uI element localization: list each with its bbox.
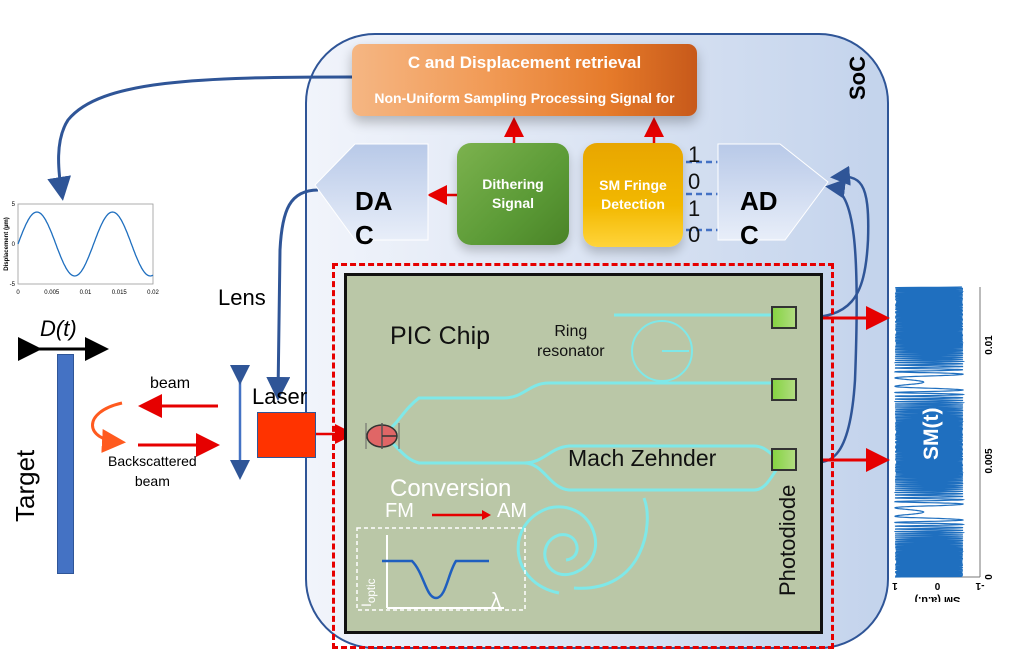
coupler-icon: [365, 423, 400, 449]
photodiode-2: [771, 378, 797, 401]
adc-block: [717, 143, 829, 241]
laser-source: [257, 412, 316, 458]
y-axis-label: Displacement (µm): [4, 217, 10, 270]
backscattered-label: Backscattered beam: [108, 452, 197, 491]
waveguides: [373, 313, 785, 595]
pic-chip-label: PIC Chip: [390, 322, 491, 350]
bit: 0: [688, 222, 701, 248]
adc-label-line2: C: [740, 219, 759, 250]
inset-x-label: λ: [491, 590, 501, 612]
inset-y-label: Ioptic: [358, 578, 378, 607]
bit: 1: [688, 142, 701, 167]
sm-fringe-block: SM Fringe Detection: [583, 143, 683, 247]
dithering-block: Dithering Signal: [457, 143, 569, 245]
y-tick-label: 0: [12, 242, 16, 248]
beam-label: beam: [150, 375, 191, 392]
x-tick-label: 0.015: [112, 290, 128, 296]
backscattered-line2: beam: [134, 472, 170, 489]
dithering-label: Dithering Signal: [482, 176, 544, 211]
waveguide-layer: [356, 313, 785, 611]
conversion-label: Conversion: [390, 475, 512, 502]
y-axis-label: SM (a.u.): [914, 594, 960, 602]
ring-resonator-label: Ring resonator: [537, 322, 605, 362]
dac-label: DA C: [355, 185, 393, 253]
dac-label-line2: C: [355, 219, 374, 250]
displacement-label: D(t): [40, 316, 77, 341]
bit: 0: [688, 168, 701, 194]
y-tick-label: -5: [10, 282, 16, 288]
ring-resonator: [631, 320, 693, 382]
mach-zehnder-label: Mach Zehnder: [568, 445, 717, 471]
am-label: AM: [497, 500, 527, 522]
sm-plot-title: SM(t): [920, 407, 943, 460]
x-tick-label: 0.01: [80, 290, 92, 296]
plot-frame: [17, 203, 154, 285]
waveguide-splitter: [373, 381, 784, 437]
x-tick-label: 0: [16, 290, 20, 296]
photodiode-3: [771, 448, 797, 471]
adc-label: AD C: [740, 185, 778, 253]
target-bar: [57, 354, 74, 574]
fm-label: FM: [385, 500, 414, 522]
processing-subtitle: Non-Uniform Sampling Processing Signal f…: [374, 90, 675, 106]
dac-label-line1: DA: [355, 186, 393, 216]
ring-label-line1: Ring: [554, 323, 588, 340]
displacement-line: [17, 211, 154, 277]
y-tick-label: 1: [892, 580, 898, 591]
y-tick-label: -1: [975, 580, 984, 591]
inset-plot-frame: [356, 527, 526, 611]
photodiode-label: Photodiode: [775, 484, 800, 596]
link-proc-to-plot: [47, 75, 353, 201]
lens-label: Lens: [218, 285, 266, 310]
pic-chip: [344, 273, 823, 634]
dac-block: [314, 143, 429, 241]
photodiode-1: [771, 306, 797, 329]
reflection-arrow: [91, 401, 126, 453]
processing-title: C and Displacement retrieval: [407, 53, 642, 72]
bit-stream: 1 0 1 0: [688, 142, 700, 249]
target-label: Target: [10, 449, 40, 522]
x-tick-label: 0: [984, 574, 995, 580]
pic-dashed-boundary: [332, 263, 834, 649]
spiral-waveguide: [516, 505, 598, 595]
x-tick-label: 0.005: [984, 448, 995, 473]
waveguide-mz: [373, 433, 785, 465]
sm-fringe-label: SM Fringe Detection: [599, 177, 667, 212]
inset-resonance-curve: [382, 559, 489, 600]
x-tick-label: 0.02: [147, 290, 159, 296]
laser-label: Laser: [252, 384, 308, 409]
y-tick-label: 5: [12, 202, 16, 208]
x-tick-label: 0.01: [984, 335, 995, 355]
bit: 1: [688, 195, 701, 221]
backscattered-line1: Backscattered: [108, 453, 197, 469]
y-tick-label: 0: [934, 580, 940, 591]
link-dac-to-laser: [266, 188, 319, 401]
x-tick-label: 0.005: [44, 290, 60, 296]
ring-label-line2: resonator: [537, 343, 605, 360]
sm-signal-line: [893, 286, 966, 578]
processing-block: C and Displacement retrieval Non-Uniform…: [352, 44, 697, 116]
adc-label-line1: AD: [740, 186, 778, 216]
